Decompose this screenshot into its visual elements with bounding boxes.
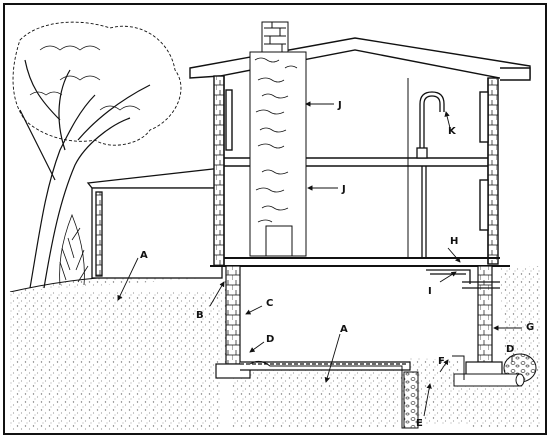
callout-E	[423, 383, 432, 417]
callout-D-left	[249, 341, 265, 353]
label-I: I	[428, 286, 432, 297]
house-walls	[210, 75, 510, 267]
label-K: K	[448, 126, 457, 137]
label-J-lower: J	[341, 184, 346, 195]
label-A-outside: A	[140, 250, 148, 261]
label-letters: A B C D A E F G H I J J K D	[140, 100, 534, 429]
label-D-right: D	[506, 344, 514, 355]
callout-C	[245, 305, 263, 315]
label-B: B	[196, 310, 204, 321]
label-J-upper: J	[337, 100, 342, 111]
label-E: E	[416, 418, 423, 429]
callout-F	[439, 359, 449, 373]
vent-pipe	[416, 91, 471, 284]
callout-A-basement	[324, 333, 341, 383]
label-G: G	[526, 322, 534, 333]
label-C: C	[266, 298, 273, 309]
shrub	[59, 213, 89, 286]
callout-I	[439, 271, 457, 283]
foundation-walls	[215, 265, 503, 379]
label-F: F	[438, 356, 445, 367]
label-D-left: D	[266, 334, 274, 345]
callouts	[117, 101, 522, 417]
callout-H	[447, 247, 461, 263]
label-A-basement: A	[340, 324, 348, 335]
callout-K	[444, 111, 451, 129]
tree	[12, 21, 182, 289]
garage-wing	[86, 167, 223, 279]
label-H: H	[450, 236, 458, 247]
chimney	[249, 21, 307, 257]
callout-A-outside	[117, 257, 139, 301]
callout-B	[209, 281, 225, 307]
